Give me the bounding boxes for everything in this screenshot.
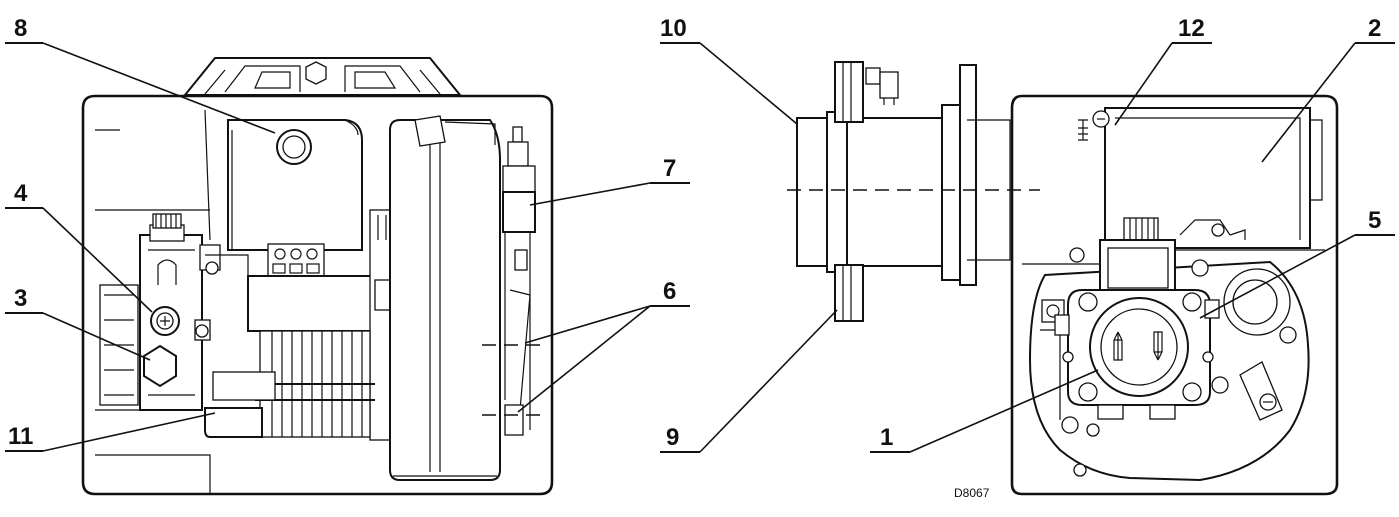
electrode-assembly xyxy=(499,126,536,440)
callout-number-12: 12 xyxy=(1178,15,1205,42)
callout-number-3: 3 xyxy=(14,285,27,312)
callout-number-5: 5 xyxy=(1368,207,1381,234)
callout-number-1: 1 xyxy=(880,424,893,451)
callout-number-8: 8 xyxy=(14,15,27,42)
callout-number-11: 11 xyxy=(8,423,33,450)
callout-leaders xyxy=(5,42,1395,453)
pump xyxy=(1054,217,1220,437)
callout-number-6: 6 xyxy=(663,278,676,305)
callout-number-10: 10 xyxy=(660,15,687,42)
callout-number-4: 4 xyxy=(14,180,28,207)
left-view-burner-side xyxy=(81,57,554,496)
callout-number-7: 7 xyxy=(663,155,676,182)
fan-cover xyxy=(389,115,501,481)
valve-group xyxy=(99,213,249,411)
right-view-burner-front xyxy=(787,61,1339,496)
callout-number-9: 9 xyxy=(666,424,679,451)
drawing-code: D8067 xyxy=(954,486,990,500)
callout-number-2: 2 xyxy=(1368,15,1381,42)
